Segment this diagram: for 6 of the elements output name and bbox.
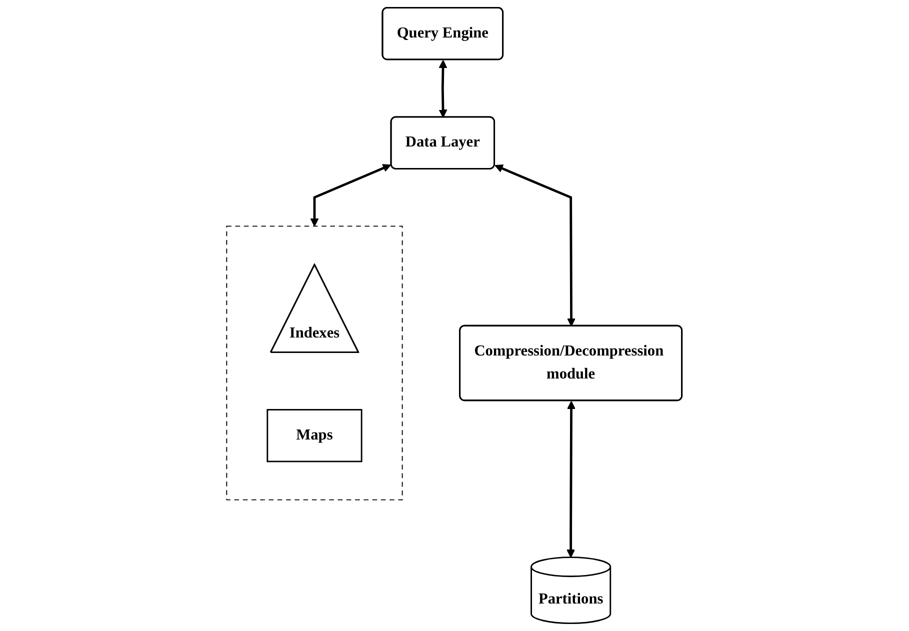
- node-box: Maps: [266, 409, 363, 462]
- arrow: [439, 60, 448, 118]
- arrow: [566, 400, 576, 558]
- arrow: [310, 164, 392, 227]
- cluster: [226, 226, 404, 500]
- arrow: [494, 164, 576, 326]
